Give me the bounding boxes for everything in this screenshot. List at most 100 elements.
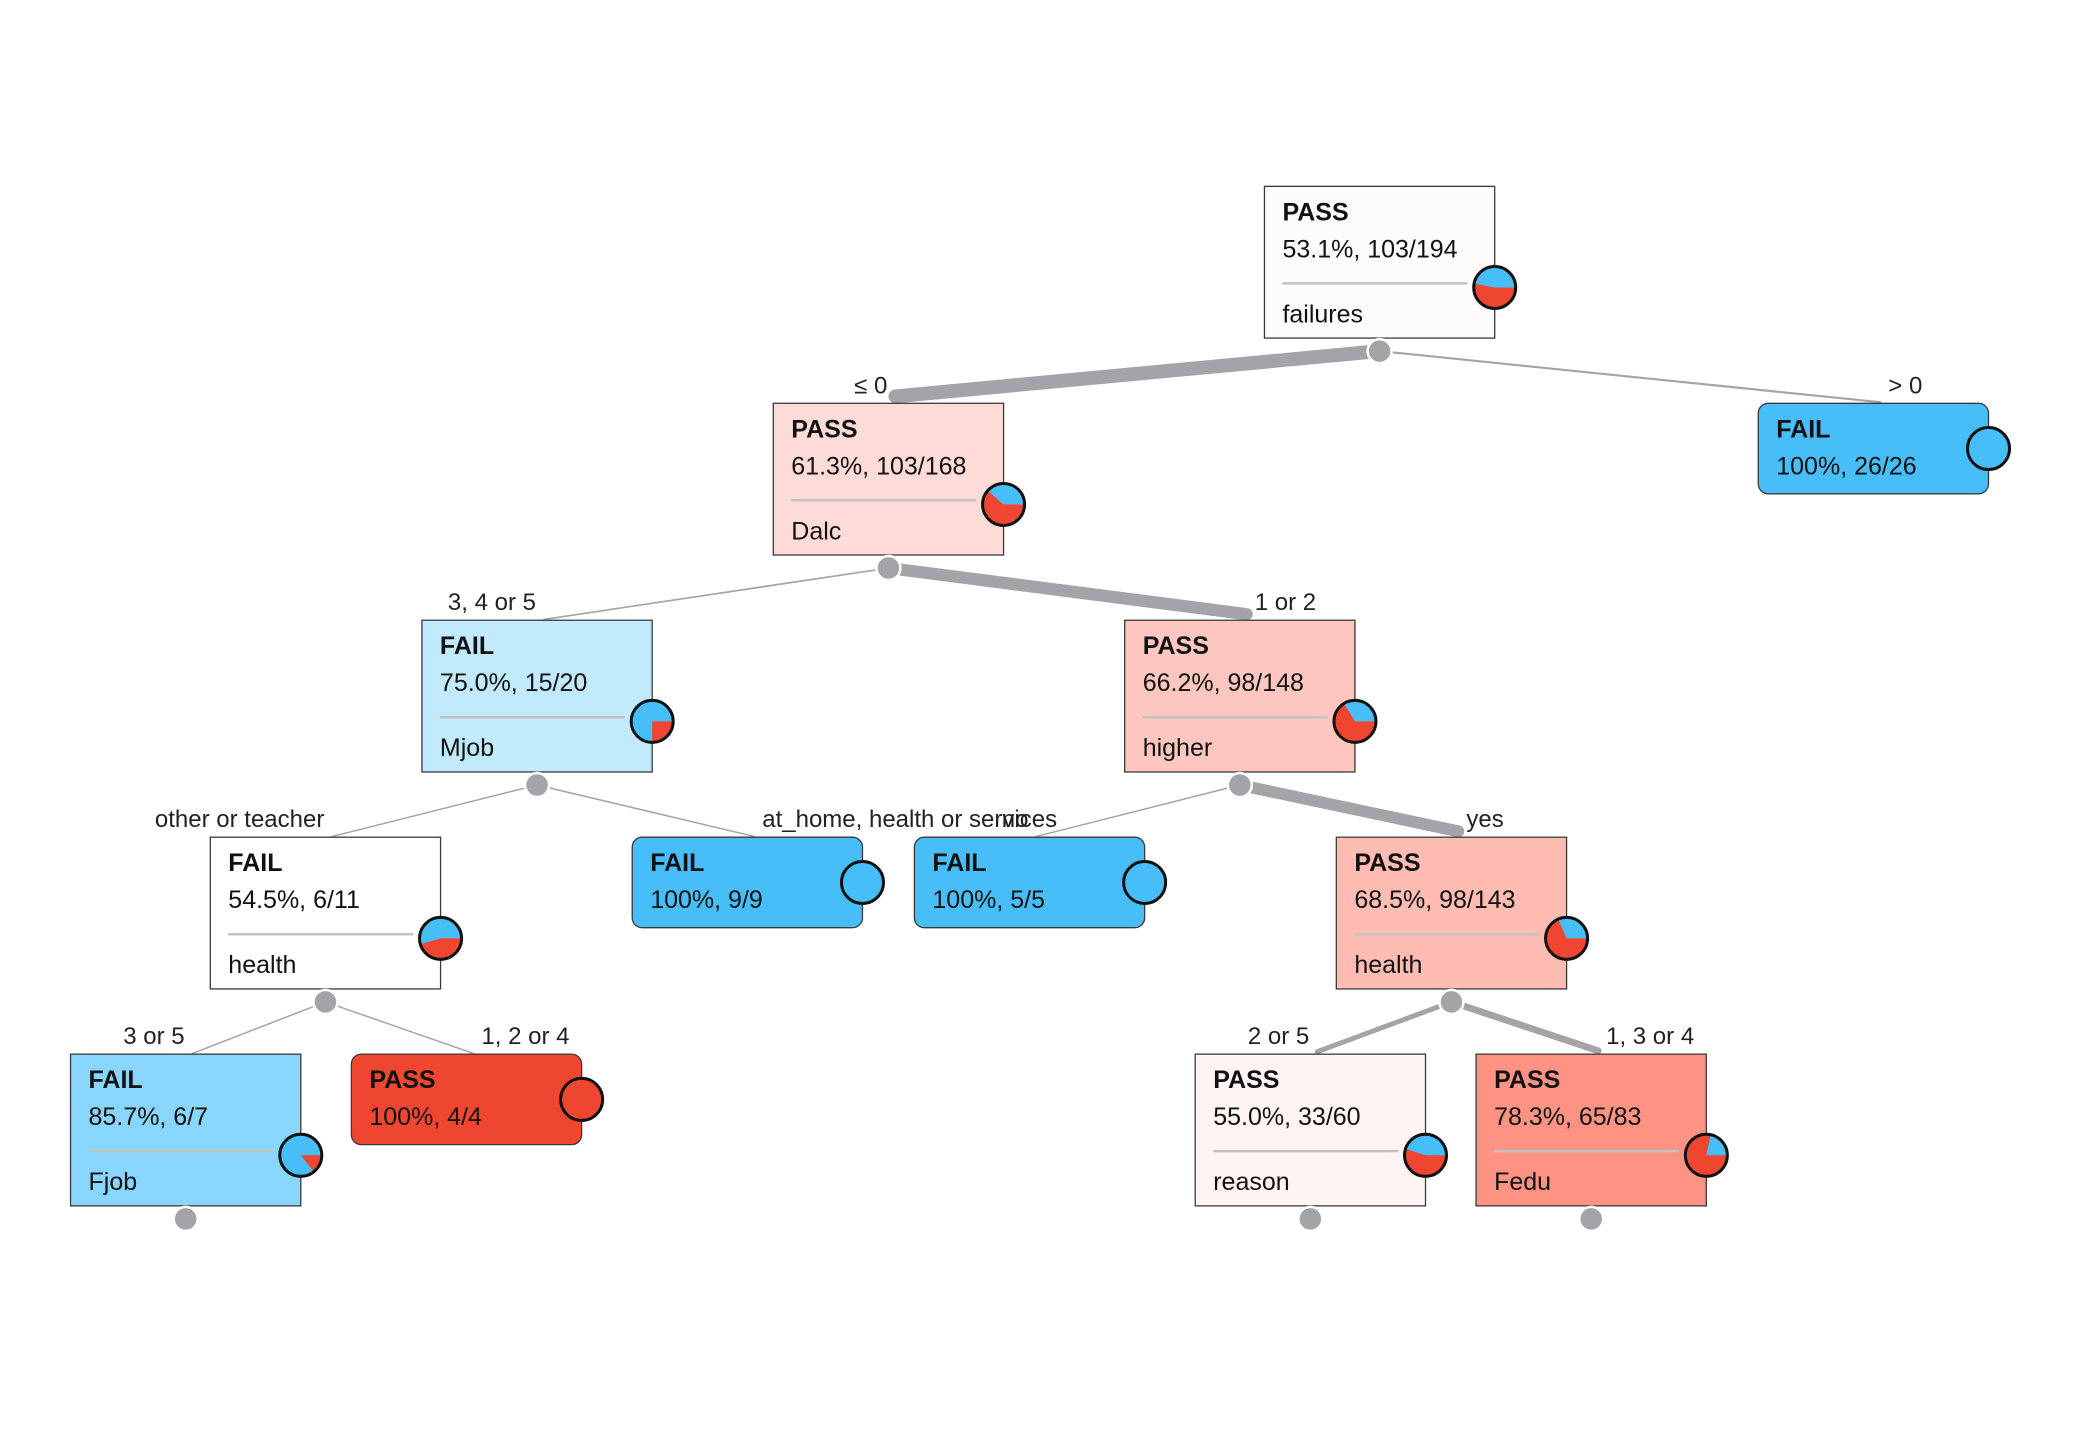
class-distribution-pie-icon [981,481,1027,527]
node-split-attribute: higher [1143,734,1213,762]
node-split-attribute: reason [1213,1168,1289,1196]
collapse-node-handle[interactable] [523,771,551,799]
node-class-label: PASS [1143,632,1209,660]
class-distribution-pie-icon [1122,859,1168,905]
pie-slice-fail [841,861,884,904]
node-box[interactable] [1475,1053,1707,1207]
node-class-label: FAIL [89,1066,143,1094]
expand-node-handle[interactable] [172,1205,199,1233]
node-split-attribute: health [1354,951,1422,979]
edge-label: other or teacher [155,806,324,833]
class-distribution-pie-icon [1403,1132,1449,1178]
tree-edge-n12 [1448,998,1602,1055]
expand-node-handle[interactable] [1297,1205,1324,1233]
tree-edge-n8 [1233,779,1465,838]
tree-edge-n1 [888,344,1387,404]
node-stat: 54.5%, 6/11 [228,886,360,914]
node-stat: 100%, 9/9 [650,886,763,914]
edge-label: yes [1466,806,1503,833]
node-stat: 53.1%, 103/194 [1282,235,1457,263]
node-stat: 100%, 5/5 [932,886,1045,914]
pie-slice-pass [1685,1134,1728,1177]
class-distribution-pie-icon [1332,698,1378,744]
node-stat: 78.3%, 65/83 [1494,1103,1641,1131]
tree-edge-n6 [536,784,756,838]
node-box[interactable] [1124,619,1356,773]
node-split-attribute: Fjob [89,1168,138,1196]
collapse-node-handle[interactable] [1366,337,1393,365]
class-distribution-pie-icon [1966,426,2012,472]
node-stat: 75.0%, 15/20 [440,669,587,697]
pie-outline [1544,915,1590,961]
node-split-attribute: failures [1282,300,1363,328]
pie-slice-pass [652,721,674,743]
node-box[interactable] [1263,185,1496,339]
node-split-attribute: Fedu [1494,1168,1551,1196]
node-stat: 100%, 4/4 [369,1103,482,1131]
edge-label: 1, 2 or 4 [481,1023,569,1050]
node-box[interactable] [1335,836,1568,990]
tree-edge-n2 [1378,350,1882,404]
pie-outline [981,481,1027,527]
expand-node-handle[interactable] [1577,1205,1605,1233]
pie-outline [418,915,464,961]
tree-edge-n7 [1035,784,1241,838]
pie-outline [1332,698,1378,744]
tree-node-n6[interactable]: FAIL 100%, 9/9 [631,836,885,929]
edge-label: no [1002,806,1029,833]
collapse-node-handle[interactable] [1438,988,1465,1016]
node-box[interactable] [421,619,653,773]
pie-slice-pass [1545,919,1588,960]
pie-outline [629,698,675,744]
edge-label: 3, 4 or 5 [448,589,536,616]
pie-slice-pass [560,1078,603,1121]
pie-slice-pass [1404,1148,1447,1177]
tree-node-n11[interactable]: PASS 55.0%, 33/60 reason [1194,1053,1449,1233]
pie-outline [839,859,885,905]
node-stat: 55.0%, 33/60 [1213,1103,1360,1131]
class-distribution-pie-icon [278,1132,324,1178]
node-stat: 68.5%, 98/143 [1354,886,1515,914]
collapse-node-handle[interactable] [312,988,339,1016]
class-distribution-pie-icon [559,1076,605,1122]
edge-label: 3 or 5 [123,1023,184,1050]
node-box[interactable] [69,1053,302,1207]
node-stat: 61.3%, 103/168 [791,452,966,480]
tree-edge-n5 [331,784,538,838]
node-stat: 100%, 26/26 [1776,452,1916,480]
class-distribution-pie-icon [1472,264,1518,310]
node-class-label: FAIL [440,632,494,660]
node-split-attribute: health [228,951,296,979]
edge-label: > 0 [1888,372,1922,399]
pie-slice-fail [1123,861,1166,904]
node-split-attribute: Dalc [791,517,841,545]
node-class-label: FAIL [932,849,986,877]
node-box[interactable] [209,836,442,990]
node-class-label: FAIL [650,849,704,877]
node-stat: 85.7%, 6/7 [89,1103,209,1131]
tree-node-n7[interactable]: FAIL 100%, 5/5 [913,836,1168,929]
collapse-node-handle[interactable] [875,554,902,582]
collapse-node-handle[interactable] [1226,771,1254,799]
class-distribution-pie-icon [839,859,885,905]
pie-outline [1403,1132,1449,1178]
pie-outline [1472,264,1518,310]
pie-slice-pass [1333,703,1376,743]
node-box[interactable] [1194,1053,1427,1207]
pie-outline [1683,1132,1729,1178]
node-class-label: PASS [1213,1066,1279,1094]
pie-slice-fail [1967,427,2010,470]
tree-edge-n4 [882,561,1253,621]
pie-outline [1122,859,1168,905]
